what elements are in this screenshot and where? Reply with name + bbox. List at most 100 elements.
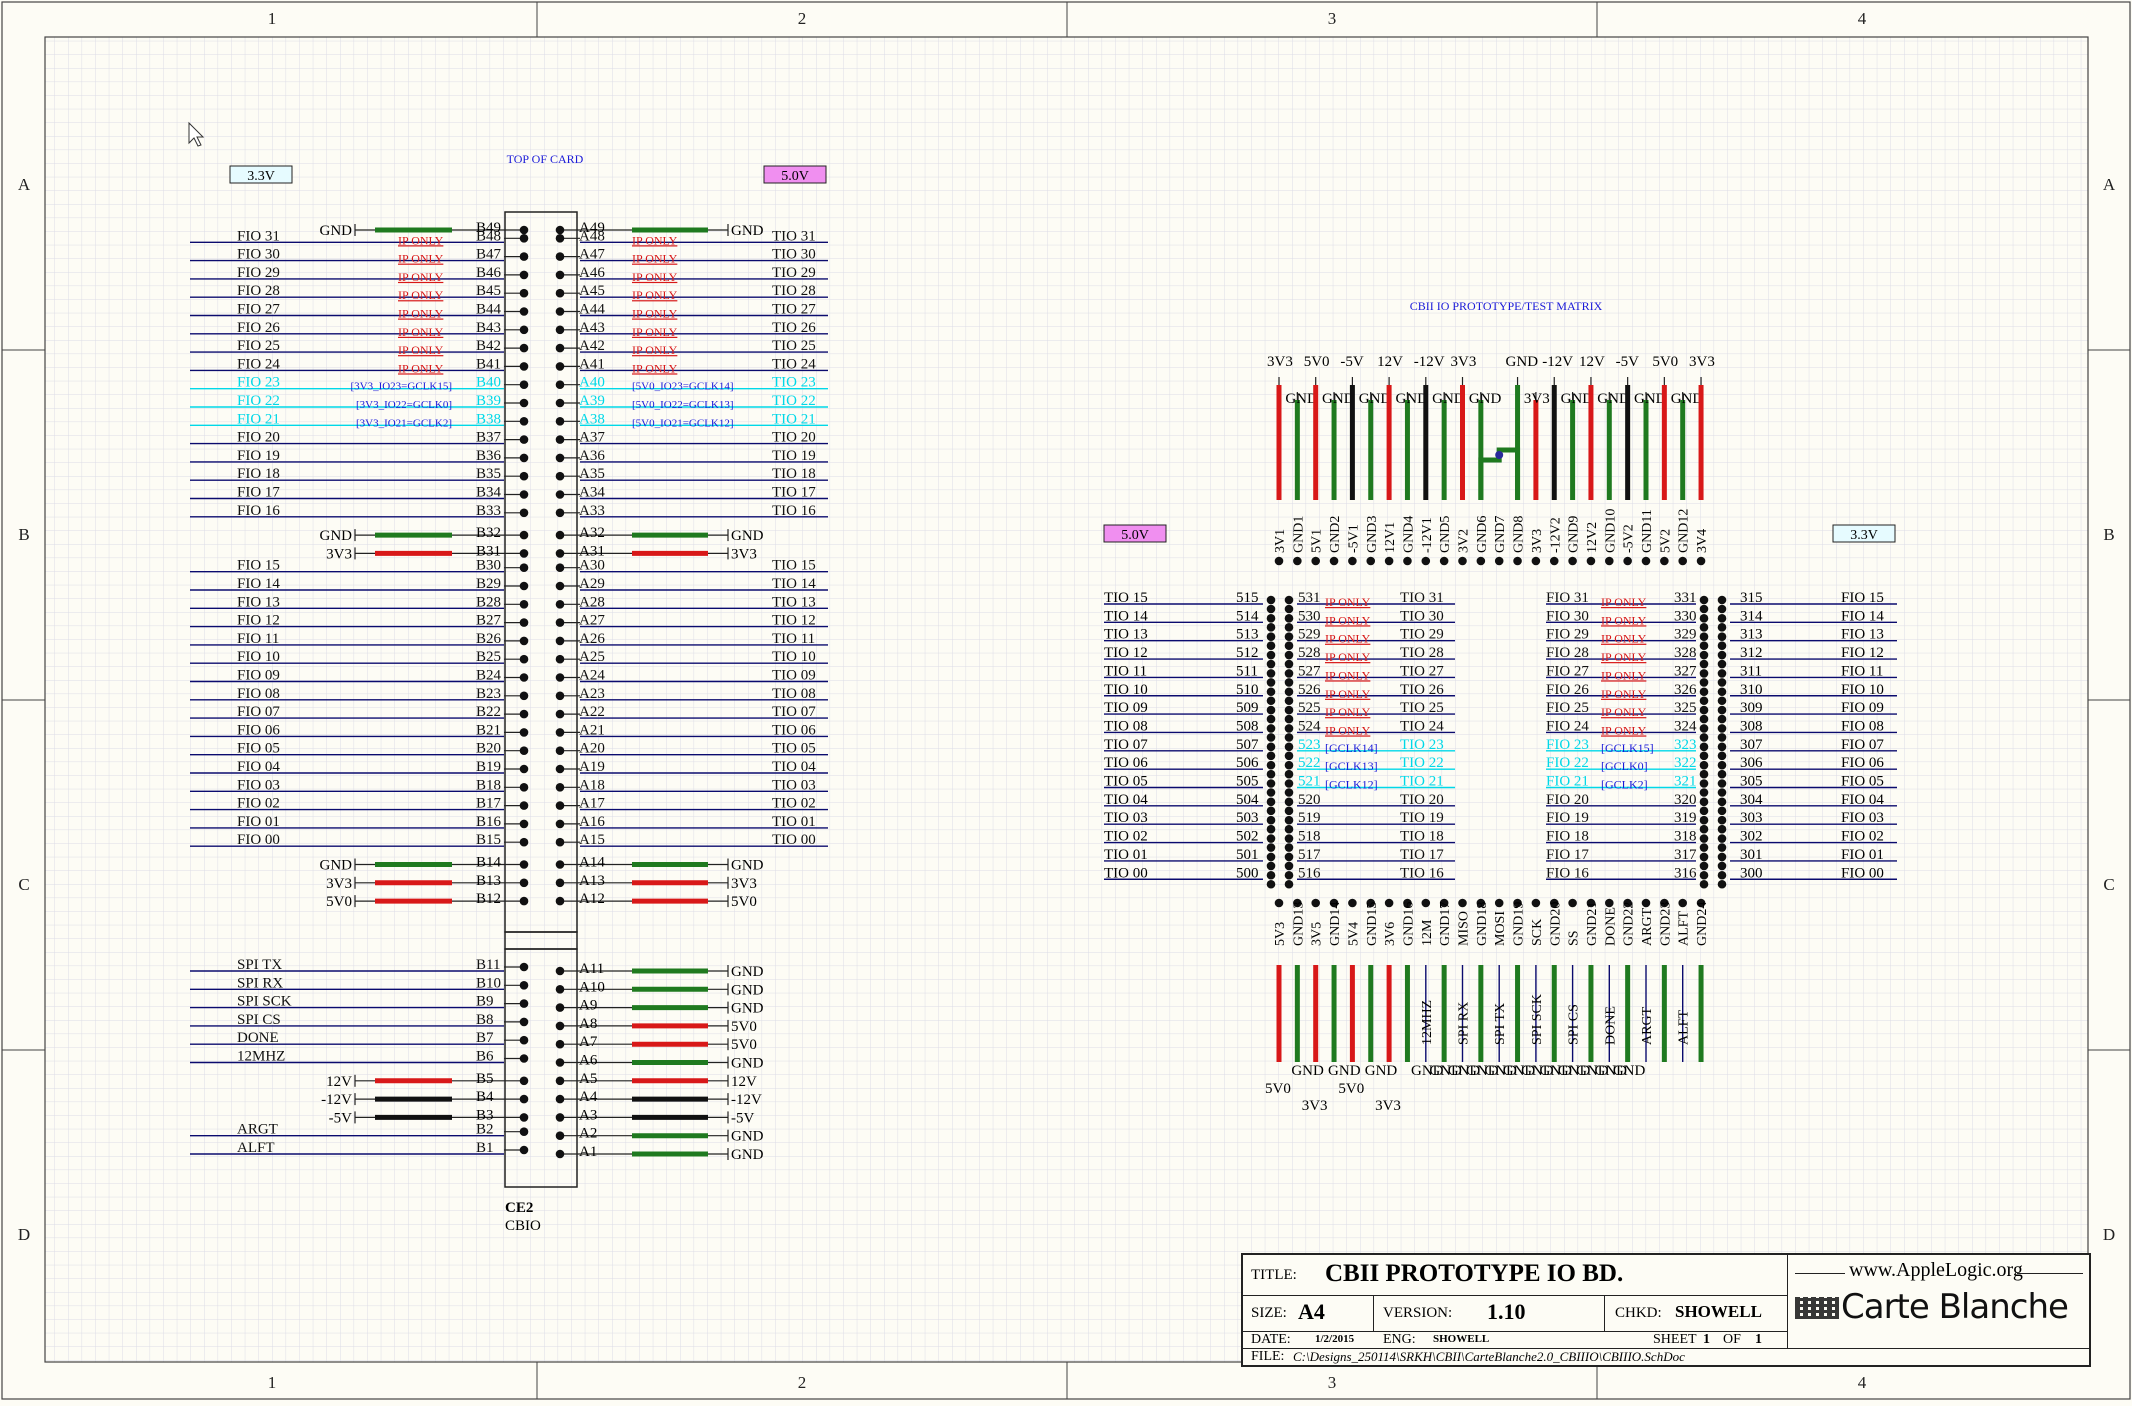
matrix-bottom-pin-dot — [1531, 898, 1541, 908]
matrix-left-pin: 513 — [1236, 627, 1259, 643]
ip-only-left: IP ONLY — [398, 361, 444, 375]
pin-number-right: A37 — [579, 430, 605, 446]
pin-number-right: A44 — [579, 302, 605, 318]
matrix-left-net: TIO 05 — [1104, 774, 1148, 790]
ip-only-matrix-left: IP ONLY — [1325, 650, 1371, 664]
pin-number-right: A10 — [579, 979, 605, 995]
pin-dot-left — [519, 325, 529, 335]
matrix-right-inner-pin: 324 — [1674, 718, 1697, 734]
ip-only-right: IP ONLY — [632, 325, 678, 339]
matrix-left-inner-dot-2 — [1284, 733, 1294, 742]
pin-number-left: B48 — [476, 228, 501, 244]
matrix-left-inner-dot-2 — [1284, 806, 1294, 816]
matrix-right-inner-net: FIO 18 — [1546, 829, 1589, 845]
pin-dot-left — [519, 549, 529, 558]
matrix-top-pin-label: 3V4 — [1695, 529, 1710, 553]
power-net-right: GND — [731, 858, 764, 874]
power-net-right: 3V3 — [731, 546, 757, 562]
pin-dot-right — [555, 581, 565, 591]
net-label-left: FIO 30 — [237, 247, 280, 263]
matrix-left-inner-pin: 523 — [1298, 737, 1321, 753]
matrix-left-inner-pin: 521 — [1298, 774, 1321, 790]
matrix-right-dot — [1717, 614, 1727, 623]
pin-dot-right — [555, 307, 565, 316]
matrix-top-net: 3V3 — [1524, 391, 1550, 407]
matrix-left-pin: 503 — [1236, 810, 1259, 826]
pin-dot-left — [519, 1076, 529, 1086]
matrix-bottom-signal-label: DONE — [1603, 1006, 1618, 1045]
matrix-right-pin: 304 — [1740, 792, 1763, 808]
pin-dot-right — [555, 1149, 565, 1159]
matrix-right-inner-pin: 320 — [1674, 792, 1697, 808]
pin-dot-left — [519, 252, 529, 261]
matrix-left-net: TIO 10 — [1104, 682, 1148, 698]
pin-dot-left — [519, 600, 529, 609]
power-net-right: GND — [731, 223, 764, 239]
net-label-left: FIO 17 — [237, 485, 280, 501]
net-label-left: FIO 28 — [237, 283, 280, 299]
matrix-right-dot-2 — [1717, 714, 1727, 724]
zone-row-a-right: A — [2103, 175, 2116, 194]
matrix-left-inner-dot — [1284, 724, 1294, 733]
matrix-left-dot — [1266, 797, 1276, 807]
matrix-right-dot — [1717, 797, 1727, 807]
ip-only-left: IP ONLY — [398, 343, 444, 357]
matrix-bottom-signal-label: SPI TX — [1493, 1003, 1508, 1045]
matrix-bottom-pin-dot — [1329, 898, 1339, 908]
net-label-right: TIO 06 — [772, 722, 816, 738]
power-net-right: 5V0 — [731, 1019, 757, 1035]
power-net-left: 5V0 — [326, 894, 352, 910]
matrix-bottom-pin-dot — [1678, 898, 1687, 908]
matrix-left-inner-pin: 516 — [1298, 865, 1321, 881]
matrix-left-inner-net: TIO 30 — [1400, 608, 1444, 624]
gclk-annotation-right: [5V0_IO22=GCLK13] — [632, 399, 734, 411]
ip-only-left: IP ONLY — [398, 325, 444, 339]
matrix-left-dot-2 — [1266, 733, 1276, 742]
pin-dot-left — [519, 981, 529, 990]
pin-number-left: B29 — [476, 576, 501, 592]
net-label-right: TIO 16 — [772, 503, 816, 519]
matrix-right-dot — [1717, 852, 1727, 862]
net-label-left: ARGT — [237, 1122, 278, 1138]
matrix-right-dot — [1717, 760, 1727, 770]
matrix-left-inner-dot-2 — [1284, 641, 1294, 650]
pin-number-left: B18 — [476, 777, 501, 793]
pin-number-right: A3 — [579, 1107, 597, 1123]
net-label-right: TIO 24 — [772, 356, 816, 372]
matrix-right-pin: 308 — [1740, 718, 1763, 734]
matrix-right-dot — [1717, 870, 1727, 880]
pin-number-right: A5 — [579, 1071, 597, 1087]
matrix-left-net: TIO 01 — [1104, 847, 1148, 863]
power-net-left: -12V — [321, 1092, 352, 1108]
pin-number-left: B1 — [476, 1140, 494, 1156]
top-of-card-label: TOP OF CARD — [507, 152, 584, 166]
matrix-top-pin-label: -12V2 — [1548, 517, 1563, 553]
matrix-left-inner-dot — [1284, 834, 1294, 843]
matrix-bottom-pin-label: 3V5 — [1310, 922, 1325, 946]
net-label-right: TIO 11 — [772, 631, 815, 647]
matrix-right-dot-2 — [1717, 696, 1727, 706]
matrix-right-dot-2 — [1717, 769, 1727, 779]
matrix-bottom-pin-label: GND23 — [1658, 902, 1673, 946]
matrix-right-pin: 306 — [1740, 755, 1763, 771]
power-net-left: GND — [320, 528, 353, 544]
power-net-right: -5V — [731, 1110, 754, 1126]
matrix-bottom-pin-dot — [1384, 898, 1394, 908]
pin-number-left: B20 — [476, 741, 501, 757]
matrix-left-dot — [1266, 815, 1276, 825]
matrix-right-inner-dot-2 — [1699, 604, 1709, 614]
matrix-left-inner-pin: 519 — [1298, 810, 1321, 826]
connector-lower-body — [504, 948, 578, 1188]
matrix-right-inner-dot-2 — [1699, 769, 1709, 779]
net-label-left: FIO 01 — [237, 814, 280, 830]
pin-dot-left — [519, 618, 529, 627]
engineer-value: SHOWELL — [1433, 1333, 1490, 1345]
website-url: www.AppleLogic.org — [1849, 1259, 2023, 1281]
net-label-left: FIO 16 — [237, 503, 280, 519]
net-label-right: TIO 00 — [772, 832, 816, 848]
matrix-top-net: GND — [1395, 391, 1428, 407]
matrix-top-net: 5V0 — [1304, 354, 1330, 370]
power-net-left: GND — [320, 223, 353, 239]
matrix-right-dot-2 — [1717, 678, 1727, 687]
checked-by-label: CHKD: — [1615, 1305, 1662, 1321]
